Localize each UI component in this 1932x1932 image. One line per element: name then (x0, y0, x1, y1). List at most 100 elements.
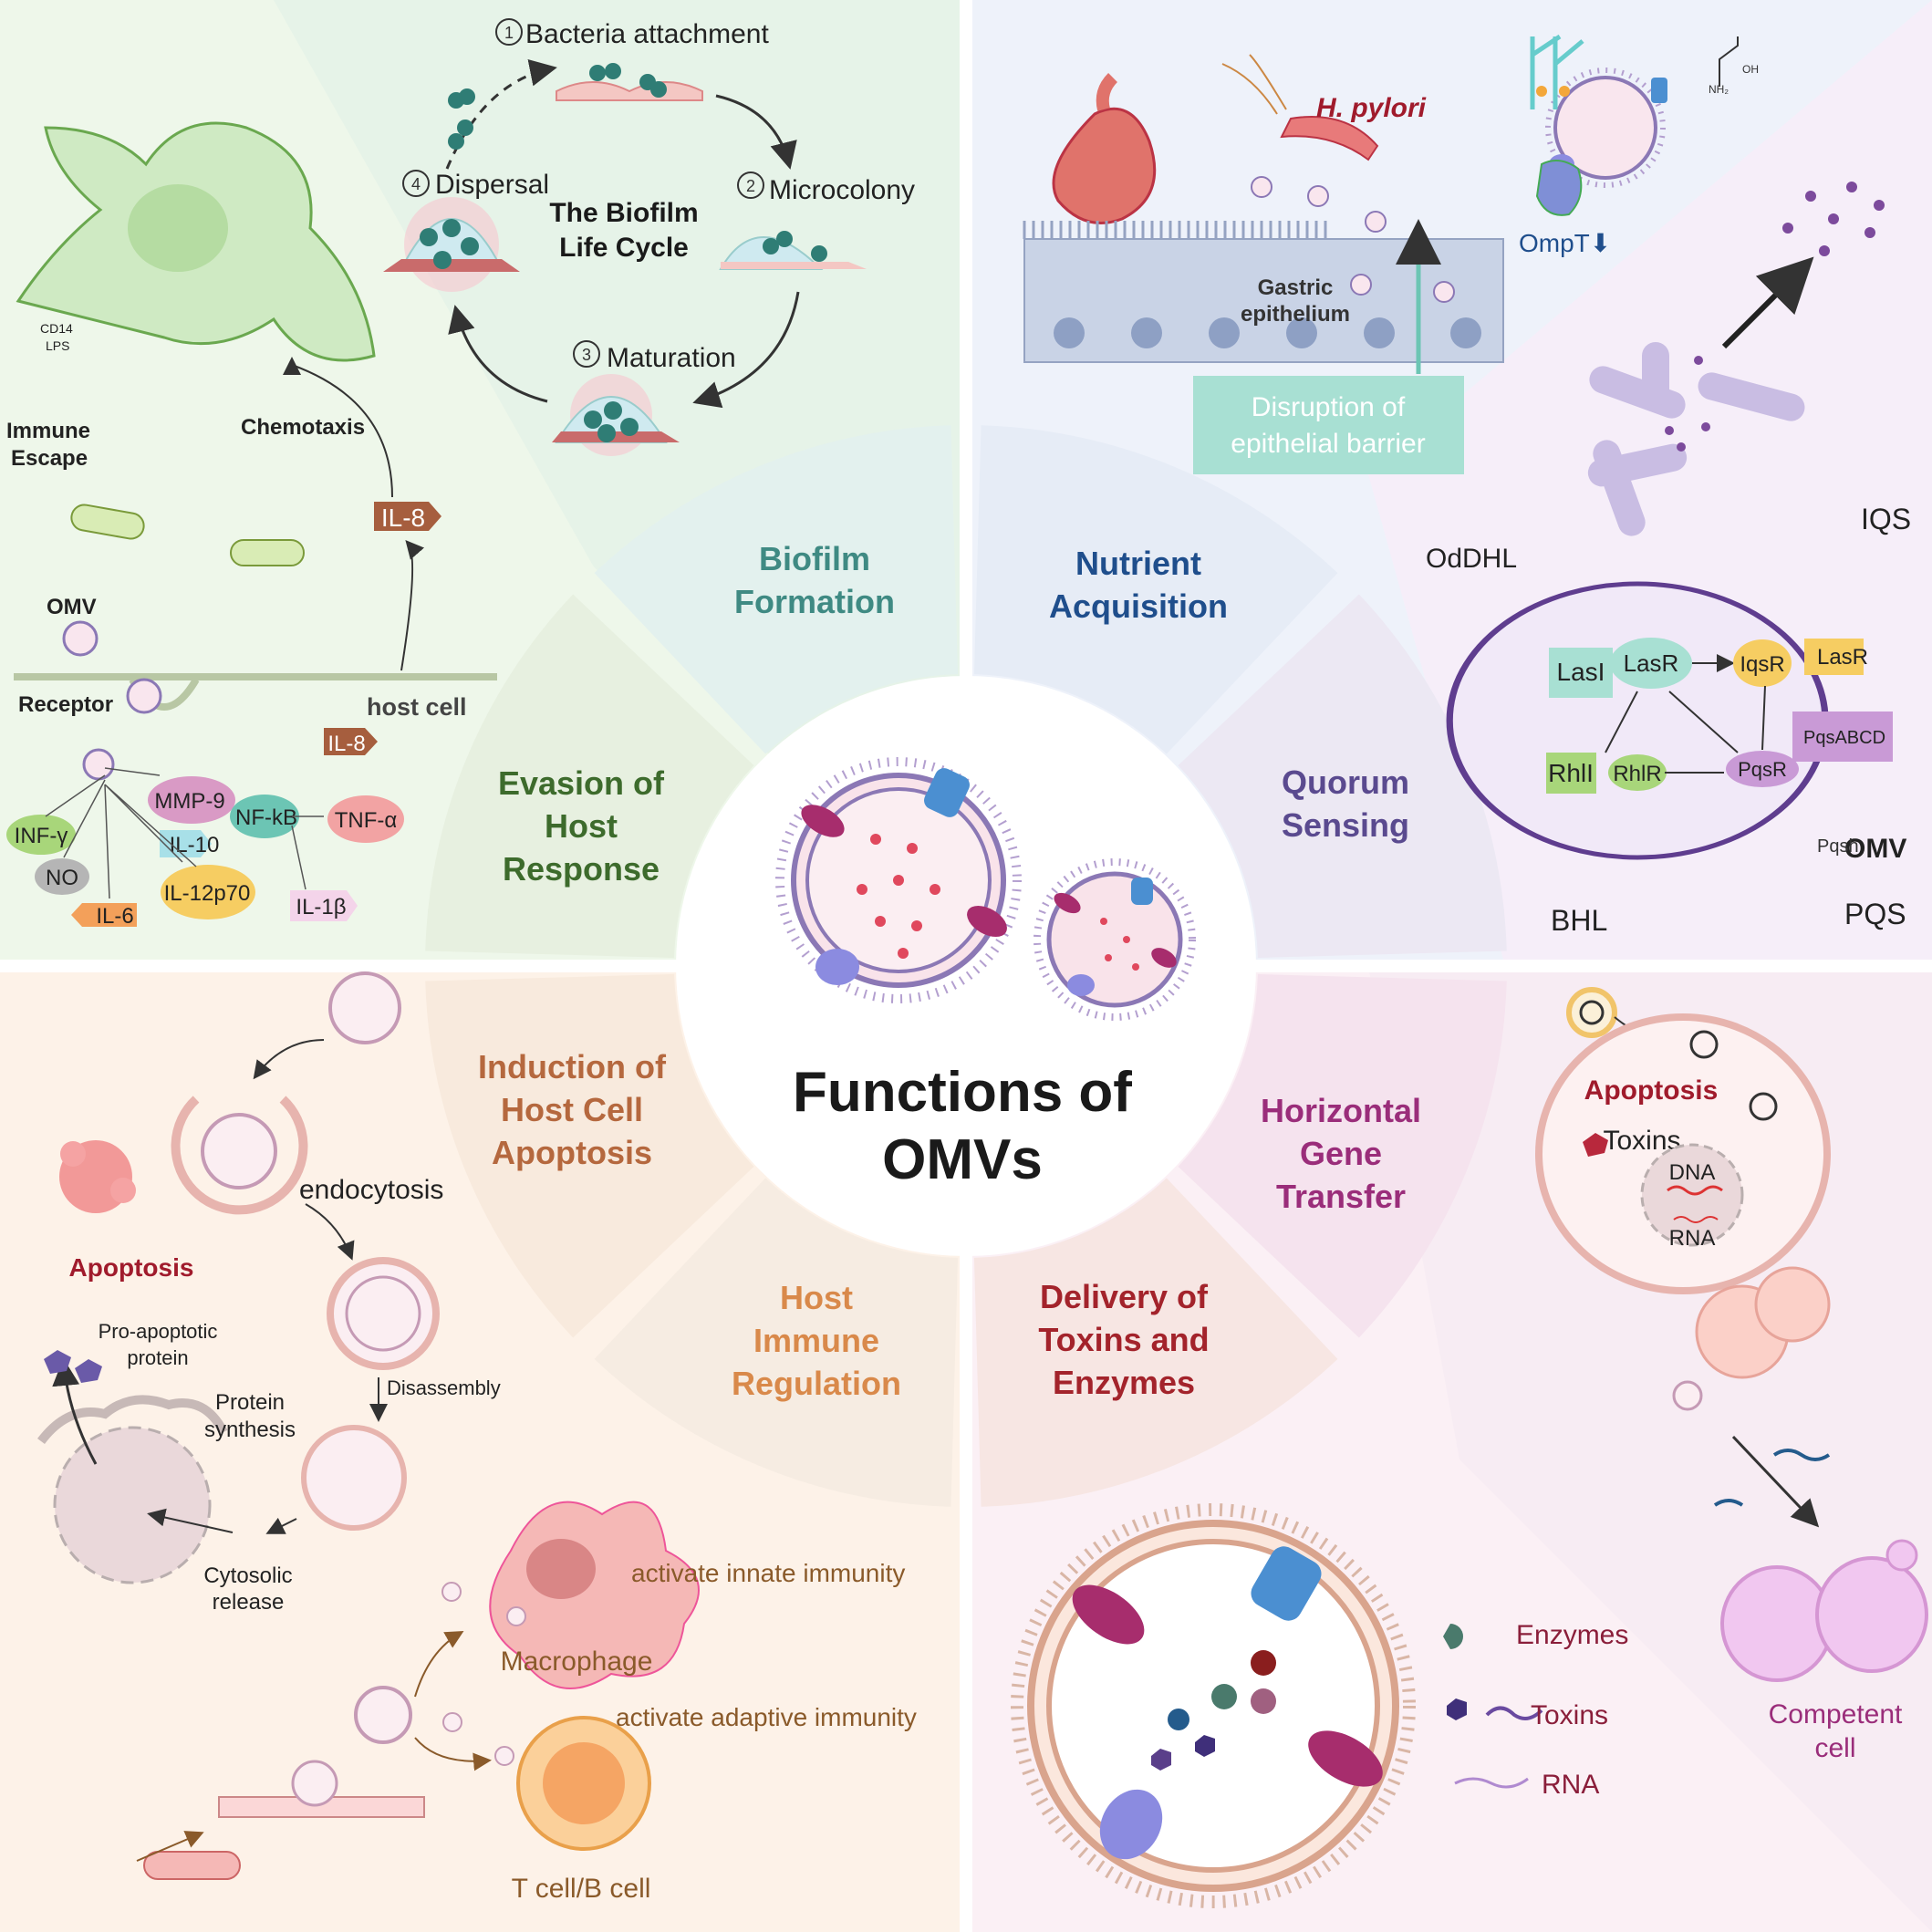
legend-toxins: Toxins (1531, 1700, 1608, 1730)
biofilm-step3-number: 3 (582, 346, 591, 364)
adaptive-immunity-label: activate adaptive immunity (616, 1703, 917, 1731)
sector-label-toxins-line1: Delivery of (1040, 1278, 1209, 1315)
il8-mid-label: IL-8 (327, 732, 365, 756)
oh-label: OH (1742, 63, 1759, 76)
cytokine-no: NO (46, 866, 78, 890)
signal-bhl: BHL (1551, 904, 1607, 937)
sector-label-immune-line1: Host (780, 1279, 853, 1316)
center-title-line1: Functions of (793, 1061, 1132, 1124)
nutrient-panel: H. pylori Gastric epithelium Disruption … (1023, 34, 1759, 474)
hgt-rna-label: RNA (1669, 1226, 1716, 1251)
evasion-panel: CD14 LPS Immune Escape Chemotaxis OMV Re… (6, 121, 497, 929)
sector-nutrient (973, 425, 1338, 754)
barrier-line1: Disruption of (1252, 392, 1406, 422)
disassembly-label: Disassembly (387, 1376, 501, 1399)
protein-lasi: LasI (1557, 658, 1605, 686)
sector-label-evasion-line2: Host (545, 807, 618, 845)
chemotaxis-label: Chemotaxis (241, 415, 365, 440)
sector-apoptosis (425, 973, 754, 1338)
ompt-label: OmpT⬇ (1519, 229, 1611, 257)
hgt-panel: Apoptosis Toxins DNA RNA Competent cell (1535, 987, 1928, 1763)
cd14-label: CD14 (40, 321, 73, 336)
signal-oddhl: OdDHL (1426, 544, 1517, 574)
receptor-label: Receptor (18, 692, 113, 717)
cytokine-nfkb: NF-kB (235, 805, 297, 830)
sector-label-biofilm-line1: Biofilm (759, 540, 870, 577)
barrier-box (1193, 376, 1464, 474)
protein-lasr: LasR (1624, 649, 1679, 677)
cytokine-il1b: IL-1β (296, 895, 346, 919)
gastric-epithelium-line1: Gastric (1258, 275, 1334, 300)
sector-label-hgt-line2: Gene (1300, 1135, 1382, 1172)
cytosolic-line1: Cytosolic (203, 1563, 292, 1588)
biofilm-step-microcolony: Microcolony (769, 175, 915, 205)
protein-synthesis-line2: synthesis (204, 1418, 296, 1442)
legend-rna: RNA (1542, 1770, 1599, 1800)
proapoptotic-line1: Pro-apoptotic (99, 1320, 218, 1343)
signal-omv: OMV (1844, 834, 1906, 864)
sector-label-apoptosis-line2: Host Cell (501, 1091, 643, 1128)
apoptosis-left-label: Apoptosis (69, 1253, 194, 1282)
biofilm-step2-number: 2 (746, 177, 755, 195)
competent-line1: Competent (1769, 1699, 1903, 1729)
signal-partial-label: Pqsh (1817, 836, 1859, 857)
endocytosis-label: endocytosis (299, 1175, 443, 1205)
sector-label-nutrient-line1: Nutrient (1075, 545, 1201, 582)
bacterium-cell (1446, 581, 1829, 860)
omv-large (775, 757, 1022, 1003)
innate-immunity-label: activate innate immunity (631, 1559, 905, 1587)
quorum-panel: OdDHL IQS BHL PQS OMV Pqsh LasI LasR Iqs… (1426, 182, 1911, 937)
sector-label-immune-line3: Regulation (732, 1365, 901, 1402)
cytokine-il6: IL-6 (96, 904, 133, 929)
sector-label-toxins-line3: Enzymes (1053, 1364, 1195, 1401)
hgt-apoptosis-label: Apoptosis (1584, 1075, 1719, 1106)
biofilm-step4-number: 4 (411, 175, 421, 193)
sector-immune (594, 1178, 959, 1507)
sector-label-quorum-line1: Quorum (1282, 763, 1409, 801)
protein-pqsabcd: PqsABCD (1803, 728, 1885, 748)
sector-label-apoptosis-line3: Apoptosis (492, 1134, 652, 1171)
proapoptotic-line2: protein (127, 1346, 188, 1369)
function-ring (425, 425, 1507, 1507)
biofilm-cycle-title-line2: Life Cycle (559, 233, 689, 263)
sector-label-apoptosis-line1: Induction of (478, 1048, 667, 1085)
h-pylori-label: H. pylori (1316, 93, 1427, 123)
hgt-dna-label: DNA (1669, 1160, 1716, 1185)
cytokine-il12p70: IL-12p70 (164, 881, 251, 906)
protein-rhli: RhlI (1548, 759, 1594, 787)
biofilm-step-dispersal: Dispersal (435, 170, 549, 200)
legend-enzymes: Enzymes (1516, 1620, 1628, 1650)
sector-label-hgt-line3: Transfer (1276, 1178, 1406, 1215)
protein-rhlr: RhlR (1613, 762, 1661, 786)
sector-label-nutrient-line2: Acquisition (1049, 587, 1228, 625)
immune-escape-line1: Immune (6, 419, 90, 443)
tcell-label: T cell/B cell (512, 1874, 651, 1904)
sector-quorum (1178, 594, 1507, 959)
protein-iqsr: IqsR (1740, 652, 1784, 677)
cytokine-il10: IL-10 (170, 833, 220, 857)
immune-escape-line2: Escape (11, 446, 88, 471)
host-cell-label: host cell (367, 693, 467, 721)
cytokine-infg: INF-γ (15, 824, 68, 848)
sector-hgt (1178, 973, 1507, 1338)
sector-label-quorum-line2: Sensing (1282, 806, 1409, 844)
lps-label: LPS (46, 338, 69, 353)
biofilm-step1-number: 1 (504, 24, 514, 42)
signal-iqs: IQS (1861, 503, 1911, 535)
biofilm-panel: 1 Bacteria attachment 2 Microcolony 3 Ma… (383, 18, 915, 456)
gastric-epithelium-line2: epithelium (1241, 302, 1350, 327)
cytokine-tnfa: TNF-α (335, 808, 398, 833)
barrier-line2: epithelial barrier (1231, 429, 1425, 459)
protein-synthesis-line1: Protein (215, 1390, 285, 1415)
apoptosis-panel: endocytosis Disassembly Cytosolic releas… (37, 971, 501, 1615)
biofilm-step-maturation: Maturation (607, 343, 736, 373)
sector-toxins (973, 1178, 1338, 1507)
sector-label-biofilm-line2: Formation (734, 583, 895, 620)
immune-panel: activate innate immunity Macrophage acti… (136, 1501, 917, 1904)
cytosolic-line2: release (213, 1590, 285, 1615)
nh2-label: NH₂ (1709, 83, 1729, 96)
protein-pqsr: PqsR (1738, 758, 1787, 781)
biofilm-cycle-title-line1: The Biofilm (549, 198, 698, 228)
